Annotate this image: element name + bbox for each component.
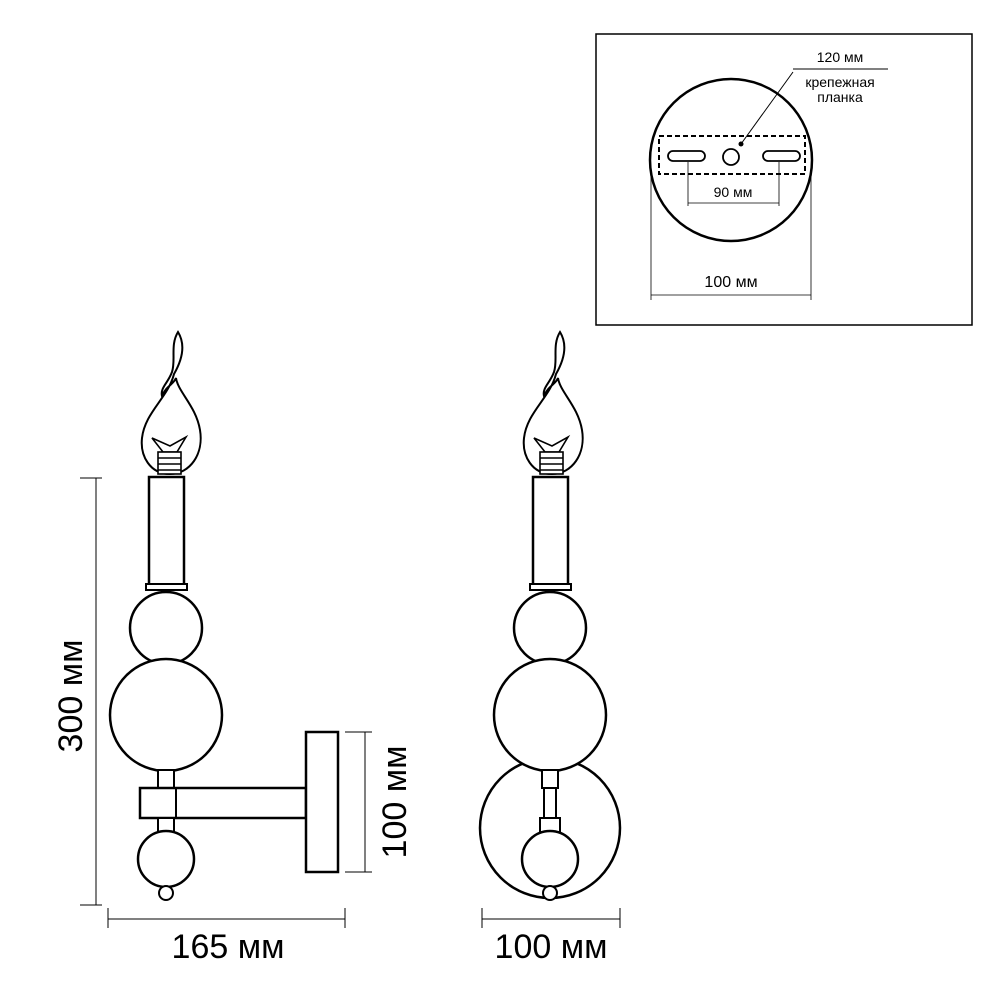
front-finial bbox=[542, 885, 558, 901]
side-dimensions: 300 мм 100 мм 165 мм bbox=[52, 477, 414, 966]
center-hole bbox=[722, 148, 740, 166]
front-neck bbox=[541, 769, 559, 789]
inset-frame bbox=[595, 33, 973, 326]
plate-label-line2: планка bbox=[817, 89, 863, 105]
front-sphere-bottom bbox=[520, 829, 580, 889]
side-view-lamp bbox=[108, 330, 340, 901]
mounting-bar bbox=[658, 135, 806, 175]
front-sphere-large bbox=[492, 657, 608, 773]
front-sphere-small bbox=[512, 590, 588, 666]
front-filament bbox=[533, 434, 571, 475]
front-candle-tube bbox=[531, 475, 570, 587]
front-candle-ring bbox=[529, 583, 572, 591]
slot-left bbox=[667, 150, 706, 162]
side-neck bbox=[157, 769, 175, 789]
side-wall-plate bbox=[304, 730, 340, 874]
side-arm bbox=[138, 786, 308, 820]
side-candle-ring bbox=[145, 583, 188, 591]
plate-label-line1: крепежная bbox=[805, 74, 874, 90]
plate-width-label: 120 мм bbox=[817, 49, 864, 65]
front-stem bbox=[543, 787, 557, 819]
leader-line bbox=[740, 71, 794, 145]
base-diameter-label: 100 мм bbox=[704, 274, 757, 291]
front-width-label: 100 мм bbox=[495, 928, 608, 966]
side-finial bbox=[158, 885, 174, 901]
front-dimensions: 100 мм bbox=[481, 908, 621, 966]
side-sphere-large bbox=[108, 657, 224, 773]
height-label: 300 мм bbox=[52, 640, 90, 753]
front-view-lamp bbox=[478, 330, 622, 901]
side-candle-tube bbox=[147, 475, 186, 587]
base-circle bbox=[648, 77, 814, 243]
hole-spacing-label: 90 мм bbox=[714, 184, 753, 200]
projection-label: 165 мм bbox=[172, 928, 285, 966]
bracket-height-label: 100 мм bbox=[376, 746, 414, 859]
slot-right bbox=[762, 150, 801, 162]
mounting-plate-inset: 120 мм крепежная планка 90 мм 100 мм bbox=[595, 33, 973, 326]
side-sphere-small bbox=[128, 590, 204, 666]
side-sphere-bottom bbox=[136, 829, 196, 889]
side-filament bbox=[151, 434, 189, 475]
